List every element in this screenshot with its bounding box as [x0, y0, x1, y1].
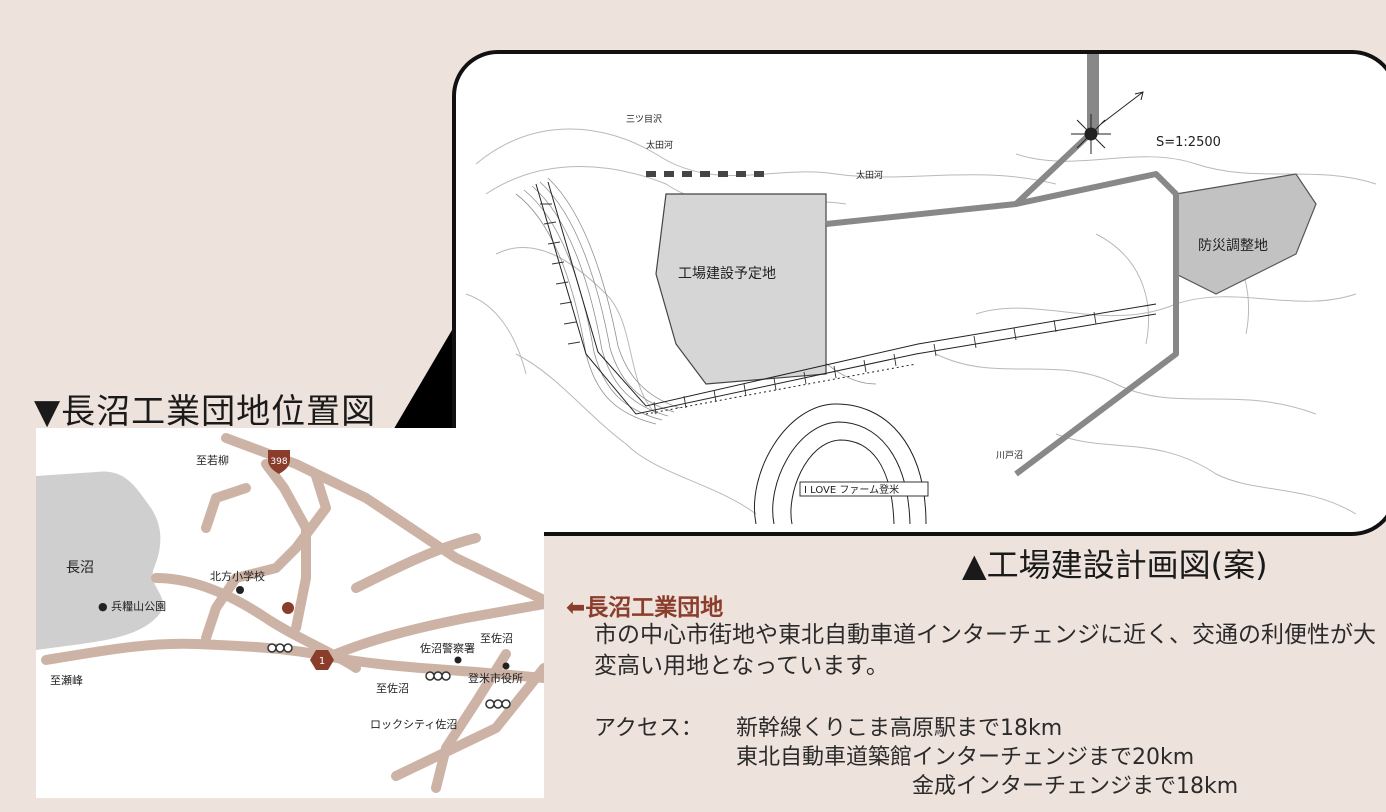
label-rock-city: ロックシティ佐沼 [370, 717, 457, 731]
route1-label: 1 [319, 656, 325, 667]
label-to-sanuma-east: 至佐沼 [480, 631, 513, 645]
police-dot [454, 656, 462, 664]
label-hyorosan-park: ● 兵糧山公園 [98, 599, 166, 613]
access-label: アクセス： [594, 716, 703, 741]
plan-label-kawatonuma: 川戸沼 [996, 450, 1023, 461]
naganuma-lake [36, 471, 164, 650]
label-to-sanuma-mid: 至佐沼 [376, 681, 409, 695]
route398-label: 398 [270, 457, 287, 467]
access-line-1: 新幹線くりこま高原駅まで18km [736, 716, 1063, 741]
kitakata-school-dot [236, 586, 244, 594]
plan-label-otagawa-left: 太田河 [646, 139, 673, 151]
city-hall-dot [502, 662, 510, 670]
route398-shield: 398 [268, 450, 290, 474]
location-map-title: ▼長沼工業団地位置図 [34, 392, 377, 432]
route1-shield: 1 [310, 650, 334, 670]
description-heading: ⬅長沼工業団地 [566, 595, 724, 621]
plan-map-caption: ▲工場建設計画図(案) [962, 546, 1268, 584]
plan-label-scale: S=1:2500 [1156, 135, 1221, 150]
plan-map-frame: 三ツ目沢 太田河 太田河 S=1:2500 工場建設予定地 防災調整地 川戸沼 … [452, 50, 1386, 536]
label-naganuma: 長沼 [66, 560, 94, 576]
label-sanuma-police: 佐沼警察署 [420, 641, 475, 655]
interchange-icons [267, 643, 511, 709]
location-map: 398 1 至若柳 長沼 北方小学校 ● 兵糧山公園 至佐沼 佐沼警察署 至佐沼… [36, 428, 544, 798]
label-kitakata-school: 北方小学校 [210, 569, 265, 583]
plan-label-factory-site: 工場建設予定地 [678, 266, 776, 282]
plan-label-disaster-pond: 防災調整地 [1198, 238, 1268, 254]
access-line-3: 金成インターチェンジまで18km [912, 774, 1239, 799]
access-line-2: 東北自動車道築館インターチェンジまで20km [736, 745, 1195, 770]
label-to-sehmine: 至瀬峰 [50, 673, 83, 687]
label-wakayanagi: 至若柳 [196, 453, 229, 467]
label-tome-city-hall: 登米市役所 [468, 671, 523, 685]
plan-label-otagawa-right: 太田河 [856, 169, 883, 181]
plan-label-mitsume: 三ツ目沢 [626, 113, 662, 125]
plan-label-farm: I LOVE ファーム登米 [804, 483, 899, 496]
description-body: 市の中心市街地や東北自動車道インターチェンジに近く、交通の利便性が大変高い用地と… [594, 622, 1376, 679]
industrial-park-marker [282, 602, 294, 614]
